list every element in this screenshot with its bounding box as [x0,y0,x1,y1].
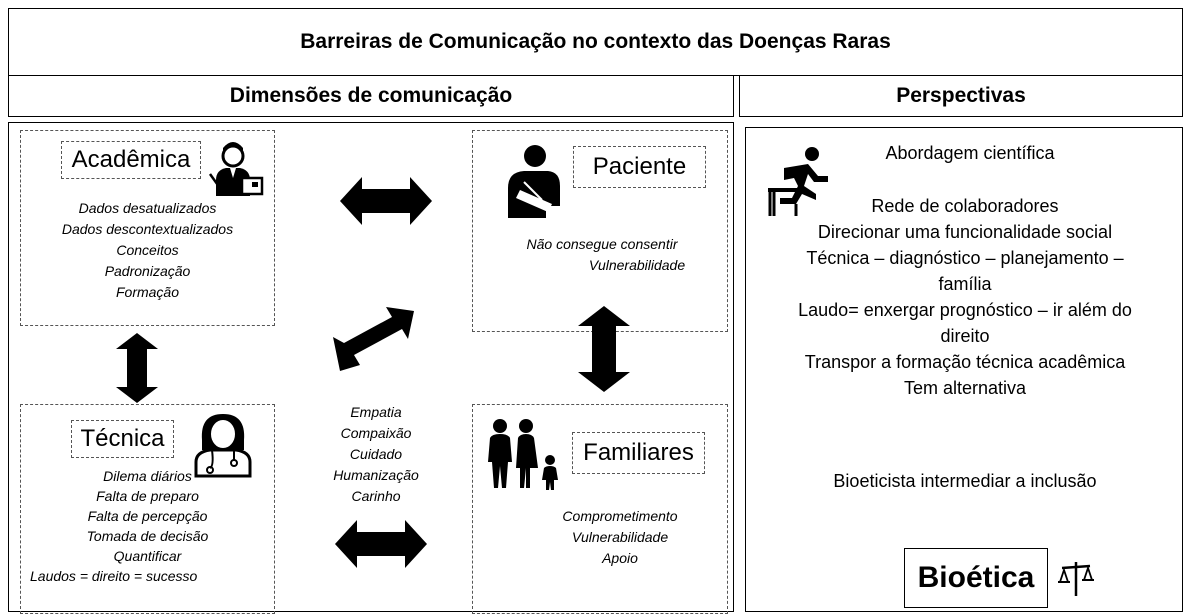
academica-item: Dados desatualizados [78,200,217,216]
double-arrow-icon [335,520,427,568]
right-column-title: Perspectivas [896,84,1026,107]
doctor-icon [194,414,252,478]
perspectivas-item: Laudo= enxergar prognóstico – ir além do [798,300,1132,320]
paciente-item: Não consegue consentir [526,236,678,252]
tecnica-item: Laudos = direito = sucesso [30,568,198,584]
academica-label: Acadêmica [71,146,191,173]
teacher-icon [208,142,264,196]
double-arrow-icon [340,177,432,225]
perspectivas-item: Rede de colaboradores [871,196,1059,216]
academica-item: Conceitos [116,242,179,258]
double-arrow-icon [116,333,158,403]
tecnica-label-box: Técnica [71,420,174,458]
perspectivas-item: Técnica – diagnóstico – planejamento – [806,248,1124,268]
left-column-title-box: Dimensões de comunicação [8,75,734,117]
perspectivas-item: família [938,274,992,294]
tecnica-item: Falta de preparo [96,488,199,504]
perspectivas-list: Rede de colaboradores Direcionar uma fun… [755,193,1175,401]
double-arrow-icon [578,306,630,392]
center-item: Carinho [351,488,401,504]
paciente-label-box: Paciente [573,146,706,188]
academica-item: Formação [115,284,180,300]
left-column-title: Dimensões de comunicação [229,84,513,107]
familiares-label: Familiares [583,439,694,466]
hurdle-runner-icon [768,147,828,216]
center-items: Empatia Compaixão Cuidado Humanização Ca… [306,402,446,507]
familiares-item: Apoio [602,550,638,566]
tecnica-items: Dilema diários Falta de preparo Falta de… [20,466,275,586]
familiares-item: Comprometimento [562,508,678,524]
tecnica-label: Técnica [80,425,165,452]
center-item: Humanização [333,467,419,483]
family-icon [488,419,558,490]
tecnica-item: Quantificar [113,548,182,564]
bioetica-label: Bioética [917,561,1035,594]
familiares-items: Comprometimento Vulnerabilidade Apoio [520,506,720,569]
perspectivas-item: Bioeticista intermediar a inclusão [833,471,1097,491]
academica-box [20,130,275,326]
paciente-item: Vulnerabilidade [588,257,686,273]
double-arrow-icon [333,307,414,371]
academica-items: Dados desatualizados Dados descontextual… [20,198,275,303]
academica-item: Dados descontextualizados [61,221,234,237]
center-item: Cuidado [349,446,403,462]
center-item: Empatia [350,404,402,420]
tecnica-item: Tomada de decisão [86,528,209,544]
perspectivas-item: direito [940,326,990,346]
center-item: Compaixão [340,425,412,441]
patient-icon [508,145,560,218]
bioetica-box: Bioética [904,548,1048,608]
academica-label-box: Acadêmica [61,141,201,179]
familiares-label-box: Familiares [572,432,705,474]
scales-icon [1058,562,1094,596]
paciente-label: Paciente [592,153,687,180]
perspectivas-item: Tem alternativa [903,378,1027,398]
familiares-item: Vulnerabilidade [571,529,669,545]
page-title: Barreiras de Comunicação no contexto das… [300,30,891,53]
right-column-title-box: Perspectivas [739,75,1183,117]
perspectivas-item: Direcionar uma funcionalidade social [817,222,1113,242]
perspectivas-item: Transpor a formação técnica acadêmica [804,352,1126,372]
tecnica-item: Dilema diários [103,468,192,484]
paciente-items: Não consegue consentir Vulnerabilidade [480,234,730,276]
header-title-box: Barreiras de Comunicação no contexto das… [8,8,1183,76]
academica-item: Padronização [104,263,191,279]
perspectivas-item: Abordagem científica [885,143,1055,163]
tecnica-item: Falta de percepção [87,508,208,524]
